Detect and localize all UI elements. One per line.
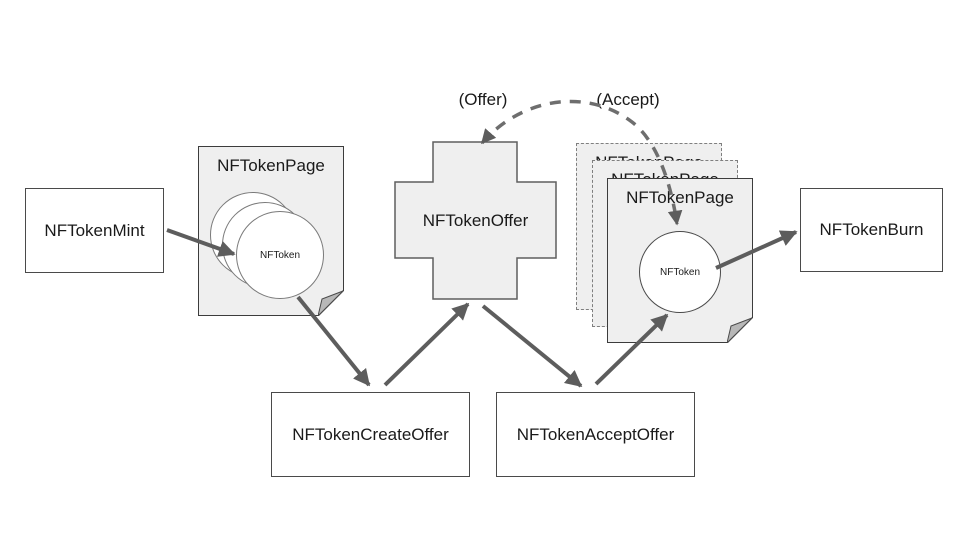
- annotation-accept: (Accept): [596, 90, 660, 109]
- nftokenpage-right-title: NFTokenPage: [626, 188, 734, 207]
- page-fold-icon: [318, 290, 344, 316]
- nftokenpage-left-title: NFTokenPage: [217, 156, 325, 175]
- page-fold-icon: [727, 317, 753, 343]
- node-nftokencreateoffer: NFTokenCreateOffer: [271, 392, 470, 477]
- node-nftokenacceptoffer-label: NFTokenAcceptOffer: [516, 424, 675, 444]
- nftoken-circle-front: NFToken: [236, 211, 324, 299]
- annotation-offer: (Offer): [458, 90, 508, 109]
- nftoken-circle-right: NFToken: [639, 231, 721, 313]
- node-nftokenburn: NFTokenBurn: [800, 188, 943, 272]
- node-nftokenoffer-label: NFTokenOffer: [422, 210, 529, 230]
- nftoken-circle-label: NFToken: [659, 266, 700, 278]
- node-nftokenacceptoffer: NFTokenAcceptOffer: [496, 392, 695, 477]
- node-nftokenmint: NFTokenMint: [25, 188, 164, 273]
- node-nftokenoffer: NFTokenOffer: [394, 141, 557, 300]
- node-nftokenmint-label: NFTokenMint: [44, 220, 145, 240]
- node-nftokenburn-label: NFTokenBurn: [819, 220, 924, 239]
- node-nftokencreateoffer-label: NFTokenCreateOffer: [292, 424, 449, 444]
- nftoken-circle-label: NFToken: [259, 249, 300, 261]
- arrow-createoffer-to-offer: [383, 302, 470, 387]
- arrow-offer-to-acceptoffer: [481, 304, 583, 388]
